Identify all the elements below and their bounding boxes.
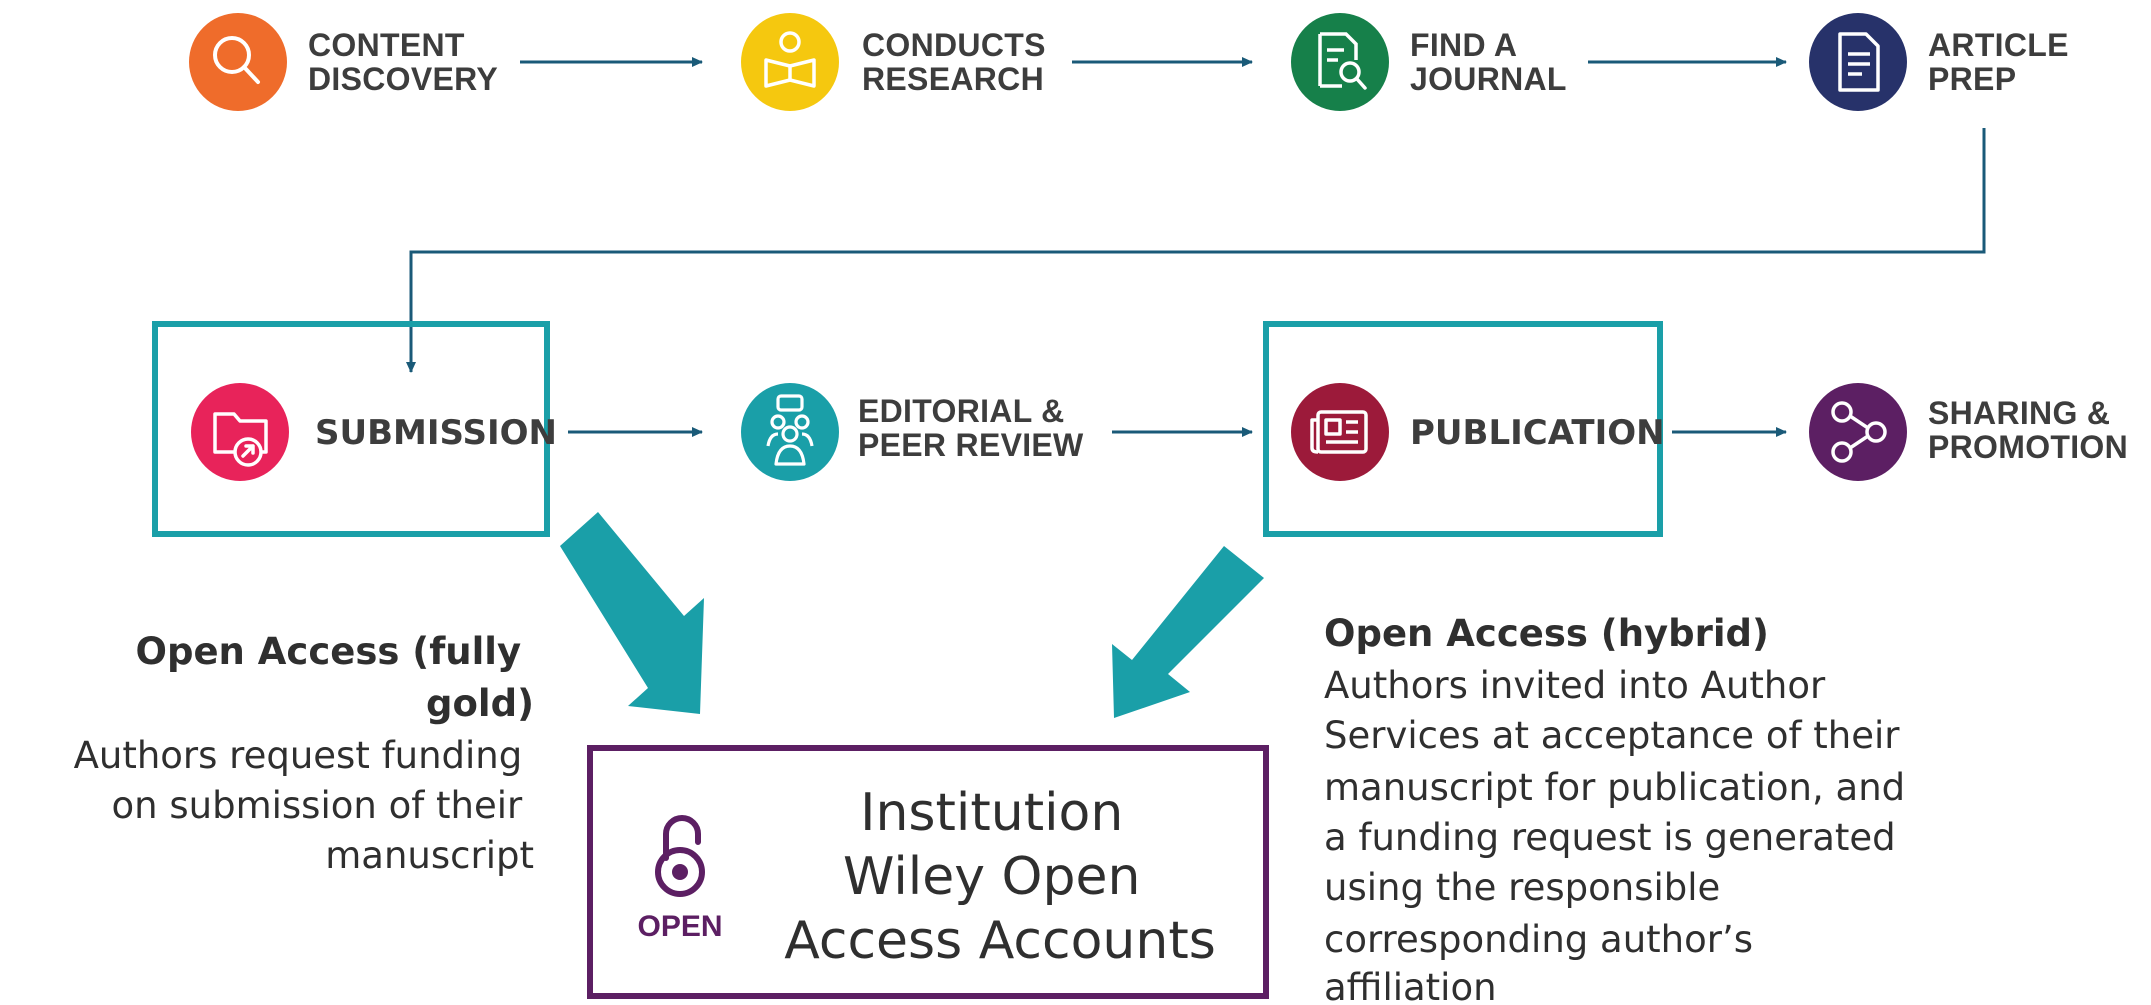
open-logo-text: OPEN	[637, 910, 722, 943]
folder-upload-icon	[213, 412, 268, 467]
newspaper-icon	[1310, 410, 1368, 454]
magnifier-icon	[213, 36, 260, 84]
step-article-prep: ARTICLE PREP	[1809, 13, 2078, 111]
arrow-prep-to-submission	[406, 128, 1986, 373]
step-publication: PUBLICATION	[1291, 383, 1665, 481]
big-arrow-gold	[560, 512, 704, 714]
step-editorial-peer-review: EDITORIAL & PEER REVIEW	[741, 383, 1084, 481]
step-label: FIND A JOURNAL	[1410, 27, 1567, 97]
hybrid-oa-description: Open Access (hybrid) Authors invited int…	[1324, 612, 1917, 1005]
open-access-lock-icon	[655, 815, 705, 897]
step-label: SHARING & PROMOTION	[1928, 395, 2128, 465]
submission-highlight-box	[152, 321, 550, 537]
step-sharing-promotion: SHARING & PROMOTION	[1809, 383, 2128, 481]
step-submission: SUBMISSION	[191, 383, 557, 481]
step-content-discovery: CONTENT DISCOVERY	[189, 13, 498, 111]
step-conducts-research: CONDUCTS RESEARCH	[741, 13, 1055, 111]
step-label: ARTICLE PREP	[1928, 27, 2078, 97]
step-label: EDITORIAL & PEER REVIEW	[858, 393, 1084, 463]
hybrid-oa-title: Open Access (hybrid)	[1324, 612, 1769, 655]
reader-icon	[764, 31, 816, 88]
hybrid-oa-body: Authors invited into Author Services at …	[1324, 664, 1917, 1005]
share-icon	[1831, 401, 1887, 463]
gold-oa-title: Open Access (fully gold)	[136, 630, 535, 725]
step-label: CONTENT DISCOVERY	[308, 27, 498, 97]
step-find-a-journal: FIND A JOURNAL	[1291, 13, 1567, 111]
document-icon	[1838, 32, 1880, 92]
people-review-icon	[766, 394, 814, 466]
step-label: PUBLICATION	[1410, 413, 1665, 453]
step-label: CONDUCTS RESEARCH	[862, 27, 1055, 97]
gold-oa-description: Open Access (fully gold) Authors request…	[74, 630, 534, 877]
gold-oa-body: Authors request funding on submission of…	[74, 734, 534, 877]
step-label: SUBMISSION	[315, 413, 557, 453]
document-search-icon	[1318, 32, 1367, 90]
big-arrow-hybrid	[1112, 546, 1264, 718]
accounts-title: Institution Wiley Open Access Accounts	[784, 783, 1216, 971]
publication-highlight-box	[1263, 321, 1663, 537]
connectors	[406, 57, 1986, 437]
accounts-box: OPEN Institution Wiley Open Access Accou…	[587, 745, 1269, 999]
